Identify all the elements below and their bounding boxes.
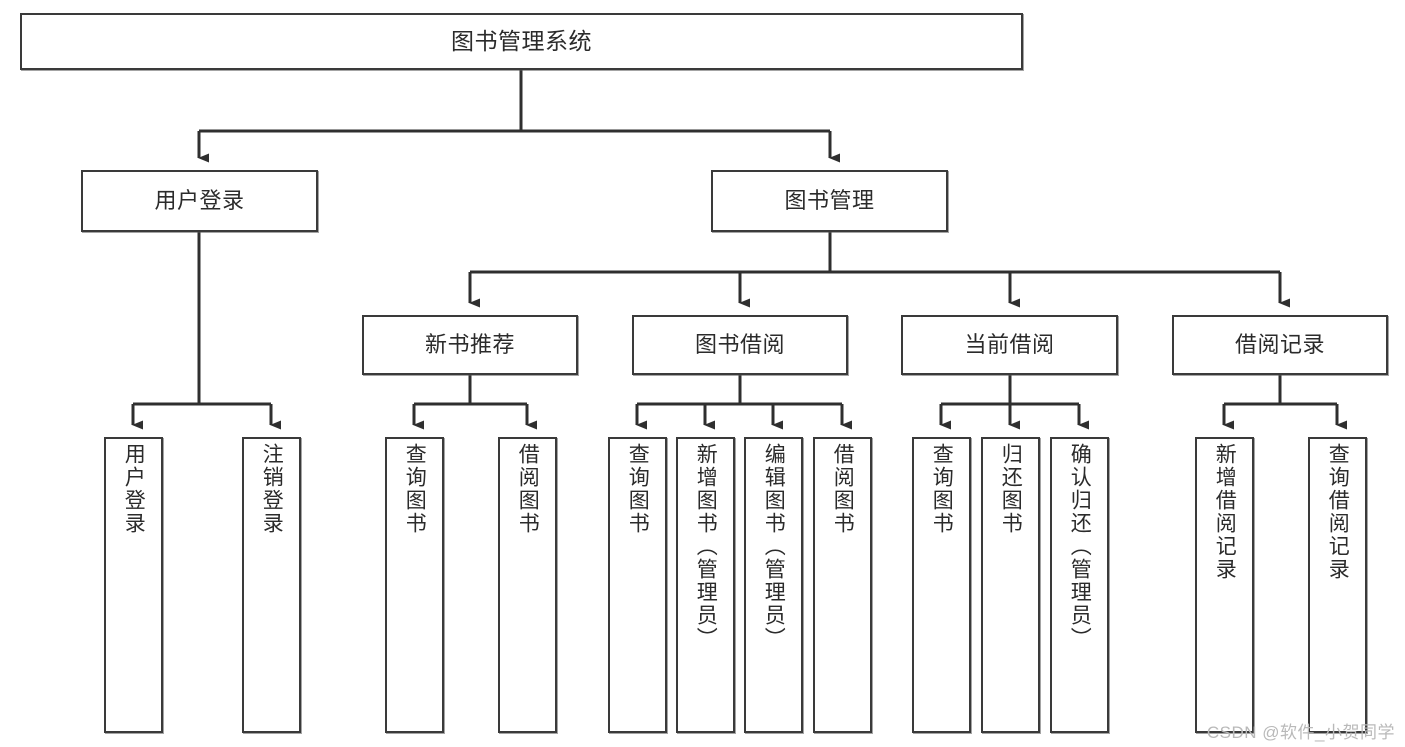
node-leaf-borrow-book-2[interactable]: 借阅图书 bbox=[813, 437, 872, 733]
node-leaf-add-record-label: 新增借阅记录 bbox=[1213, 443, 1237, 581]
node-leaf-query-book-1-label: 查询图书 bbox=[403, 443, 427, 535]
node-new-book-rec[interactable]: 新书推荐 bbox=[362, 315, 578, 375]
node-leaf-borrow-book-1[interactable]: 借阅图书 bbox=[498, 437, 557, 733]
node-leaf-user-logout-label: 注销登录 bbox=[260, 443, 284, 535]
node-book-manage-label: 图书管理 bbox=[784, 188, 875, 214]
node-current-borrow-label: 当前借阅 bbox=[964, 332, 1055, 358]
node-leaf-query-book-2[interactable]: 查询图书 bbox=[608, 437, 667, 733]
node-book-manage[interactable]: 图书管理 bbox=[711, 170, 948, 232]
node-leaf-confirm-return[interactable]: 确认归还（管理员） bbox=[1050, 437, 1109, 733]
node-leaf-return-book-label: 归还图书 bbox=[999, 443, 1023, 535]
node-leaf-add-record[interactable]: 新增借阅记录 bbox=[1195, 437, 1254, 733]
csdn-watermark: CSDN @软件_小贺同学 bbox=[1206, 723, 1395, 742]
node-leaf-query-book-3-label: 查询图书 bbox=[930, 443, 954, 535]
node-borrow-record[interactable]: 借阅记录 bbox=[1172, 315, 1388, 375]
node-leaf-query-record-label: 查询借阅记录 bbox=[1326, 443, 1350, 581]
node-leaf-borrow-book-2-label: 借阅图书 bbox=[831, 443, 855, 535]
node-leaf-confirm-return-label: 确认归还（管理员） bbox=[1068, 443, 1092, 650]
node-leaf-query-book-2-label: 查询图书 bbox=[626, 443, 650, 535]
node-leaf-add-book[interactable]: 新增图书（管理员） bbox=[676, 437, 735, 733]
node-leaf-add-book-label: 新增图书（管理员） bbox=[694, 443, 718, 650]
node-user-login[interactable]: 用户登录 bbox=[81, 170, 318, 232]
node-leaf-query-book-3[interactable]: 查询图书 bbox=[912, 437, 971, 733]
node-current-borrow[interactable]: 当前借阅 bbox=[901, 315, 1118, 375]
node-leaf-user-login-label: 用户登录 bbox=[122, 443, 146, 535]
node-borrow-record-label: 借阅记录 bbox=[1234, 332, 1325, 358]
node-new-book-rec-label: 新书推荐 bbox=[424, 332, 515, 358]
node-leaf-user-login[interactable]: 用户登录 bbox=[104, 437, 163, 733]
node-book-borrow[interactable]: 图书借阅 bbox=[632, 315, 848, 375]
node-leaf-edit-book-label: 编辑图书（管理员） bbox=[762, 443, 786, 650]
node-book-borrow-label: 图书借阅 bbox=[694, 332, 785, 358]
node-leaf-borrow-book-1-label: 借阅图书 bbox=[516, 443, 540, 535]
node-leaf-query-book-1[interactable]: 查询图书 bbox=[385, 437, 444, 733]
node-leaf-edit-book[interactable]: 编辑图书（管理员） bbox=[744, 437, 803, 733]
node-leaf-return-book[interactable]: 归还图书 bbox=[981, 437, 1040, 733]
node-leaf-query-record[interactable]: 查询借阅记录 bbox=[1308, 437, 1367, 733]
node-root-label: 图书管理系统 bbox=[451, 27, 592, 54]
node-leaf-user-logout[interactable]: 注销登录 bbox=[242, 437, 301, 733]
node-root[interactable]: 图书管理系统 bbox=[20, 13, 1023, 70]
node-user-login-label: 用户登录 bbox=[154, 188, 245, 214]
